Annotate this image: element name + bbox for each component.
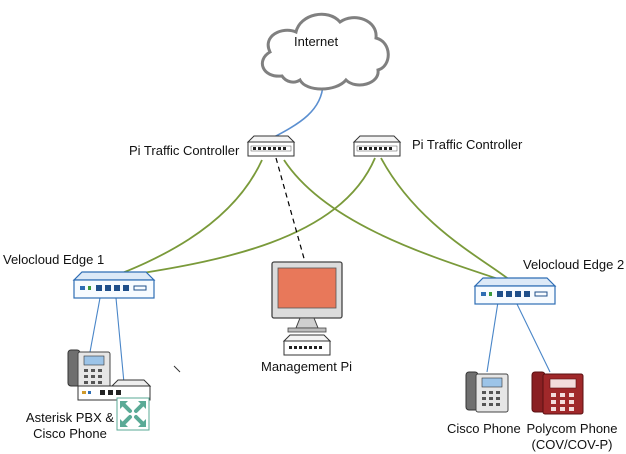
cloud-icon	[260, 12, 390, 91]
monitor-icon	[271, 261, 343, 333]
velocloud-edge-1-label: Velocloud Edge 1	[3, 252, 105, 267]
switch-icon	[246, 135, 296, 157]
switch-icon	[352, 135, 402, 157]
pi-traffic-controller-1-label: Pi Traffic Controller	[129, 143, 240, 158]
internet-link	[271, 83, 324, 139]
polycom-phone-label-line1: Polycom Phone	[526, 421, 618, 436]
desk-phone-icon	[531, 371, 584, 415]
polycom-phone-label-line2: (COV/COV-P)	[531, 437, 613, 452]
pbx-server-icon	[77, 379, 152, 401]
management-link	[275, 157, 306, 263]
lan-link-edge2-polycom	[515, 301, 551, 373]
switch-icon	[282, 334, 332, 356]
wan-link-ptc2-edge2	[380, 157, 517, 286]
router-icon	[72, 271, 156, 299]
links	[89, 83, 551, 384]
desk-phone-icon	[465, 371, 509, 413]
router-icon	[473, 277, 557, 305]
pi-traffic-controller-2-label: Pi Traffic Controller	[412, 137, 523, 152]
internet-label: Internet	[294, 34, 339, 49]
lan-link-edge1-pbx	[115, 297, 125, 384]
pbx-accent-icon	[116, 397, 150, 431]
desk-phone-icon	[67, 349, 111, 389]
wan-link-ptc1-edge1	[109, 159, 263, 279]
asterisk-pbx-label-line2: Cisco Phone	[33, 426, 107, 441]
lan-link-edge2-cisco	[486, 301, 499, 373]
cisco-phone-label: Cisco Phone	[447, 421, 521, 436]
wan-link-ptc1-edge2	[283, 159, 517, 286]
stray-mark	[173, 365, 181, 373]
management-pi-label: Management Pi	[261, 359, 353, 374]
velocloud-edge-2-label: Velocloud Edge 2	[523, 257, 625, 272]
lan-link-edge1-phone	[89, 297, 101, 353]
wan-link-ptc2-edge1	[109, 157, 376, 279]
asterisk-pbx-label-line1: Asterisk PBX &	[25, 410, 115, 425]
